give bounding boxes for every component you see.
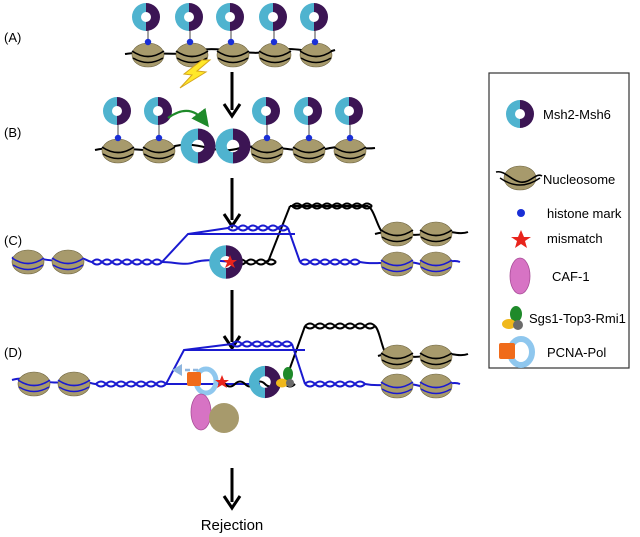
legend-box: Msh2-Msh6 Nucleosome histone mark mismat… — [488, 72, 630, 369]
legend-label-histone-mark: histone mark — [547, 206, 622, 221]
arrow-d-to-rejection — [222, 468, 242, 511]
nucleosome-c-top1 — [380, 221, 414, 247]
nucleosome-d-left1 — [17, 371, 51, 397]
nucleosome-icon — [495, 165, 543, 191]
sgs1-top3-rmi1-d — [276, 367, 294, 388]
nucleosome-c-left1 — [11, 249, 45, 275]
nucleosome-a3 — [216, 42, 250, 68]
nucleosome-d-top1 — [380, 344, 414, 370]
nucleosome-c-right1 — [380, 251, 414, 277]
nucleosome-b3 — [250, 138, 284, 164]
nucleosome-a1 — [131, 42, 165, 68]
panel-a — [124, 3, 336, 89]
legend-label-msh2-msh6: Msh2-Msh6 — [543, 107, 611, 122]
panel-c — [11, 202, 469, 279]
sgs1-top3-rmi1-icon — [502, 306, 523, 330]
arrow-c-to-d — [222, 290, 242, 351]
panel-label-d: (D) — [4, 345, 22, 360]
legend-label-mismatch: mismatch — [547, 231, 603, 246]
rejection-label: Rejection — [201, 517, 264, 534]
nucleosome-b5 — [333, 138, 367, 164]
green-transfer-arrow — [167, 107, 209, 128]
free-histone-d — [209, 403, 239, 433]
pcna-pol-icon — [499, 336, 535, 368]
legend-label-sgs1-top3-rmi1: Sgs1-Top3-Rmi1 — [529, 311, 626, 326]
nucleosome-b2 — [142, 138, 176, 164]
panel-b — [94, 97, 376, 164]
nucleosome-a2 — [175, 42, 209, 68]
histone-mark-icon — [517, 209, 525, 217]
nucleosome-d-left2 — [57, 371, 91, 397]
nucleosome-c-right2 — [419, 251, 453, 277]
nucleosome-a5 — [299, 42, 333, 68]
caf1-icon — [509, 257, 531, 295]
panel-label-a: (A) — [4, 30, 21, 45]
nucleosome-b4 — [292, 138, 326, 164]
mismatch-star-icon — [511, 230, 531, 248]
caf1-d — [190, 393, 212, 431]
panel-label-c: (C) — [4, 233, 22, 248]
panel-d — [11, 322, 469, 433]
mismatch-star-d — [215, 375, 229, 388]
arrow-a-to-b — [222, 72, 242, 119]
nucleosome-d-right1 — [380, 373, 414, 399]
legend-label-nucleosome: Nucleosome — [543, 172, 615, 187]
dashed-direction-arrow — [172, 364, 198, 376]
nucleosome-d-top2 — [419, 344, 453, 370]
nucleosome-d-right2 — [419, 373, 453, 399]
lightning-icon — [179, 59, 212, 89]
nucleosome-b1 — [101, 138, 135, 164]
mismatch-star-c — [223, 255, 237, 268]
nucleosome-a4 — [258, 42, 292, 68]
nucleosome-c-left2 — [51, 249, 85, 275]
nucleosome-c-top2 — [419, 221, 453, 247]
legend-label-caf1: CAF-1 — [552, 269, 590, 284]
legend-label-pcna-pol: PCNA-Pol — [547, 345, 606, 360]
pcna-pol-d — [187, 366, 219, 396]
arrow-b-to-c — [222, 178, 242, 229]
panel-label-b: (B) — [4, 125, 21, 140]
